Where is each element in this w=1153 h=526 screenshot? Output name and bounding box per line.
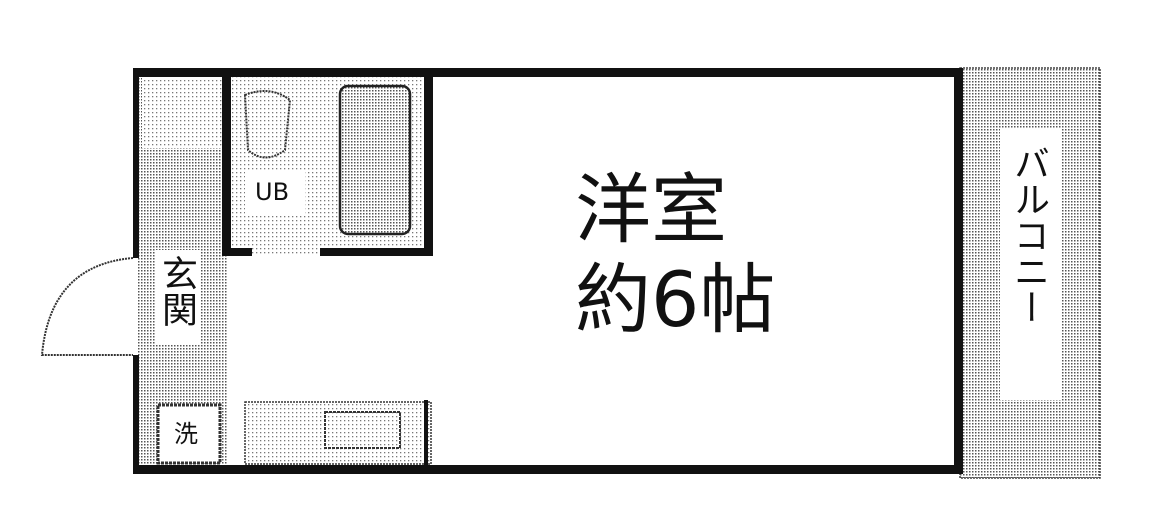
ub-label-box <box>245 170 305 215</box>
entrance-door-swing <box>40 257 134 356</box>
entrance-label: 玄関 <box>156 255 197 327</box>
unit-bath-label: UB <box>255 178 290 206</box>
walls <box>133 68 963 474</box>
room-size: 約6帖 <box>575 255 776 344</box>
closet <box>142 78 222 148</box>
room-name: 洋室 <box>575 165 727 254</box>
washer-box <box>156 403 222 465</box>
washer-label: 洗 <box>174 420 198 448</box>
entrance-label-box <box>155 250 201 345</box>
bathtub-icon <box>338 84 412 236</box>
balcony-label-box <box>1000 128 1062 400</box>
sink-icon <box>324 411 401 449</box>
toilet-icon <box>243 90 292 159</box>
main-room <box>432 78 954 468</box>
balcony-label: バルコニー <box>1008 145 1049 325</box>
